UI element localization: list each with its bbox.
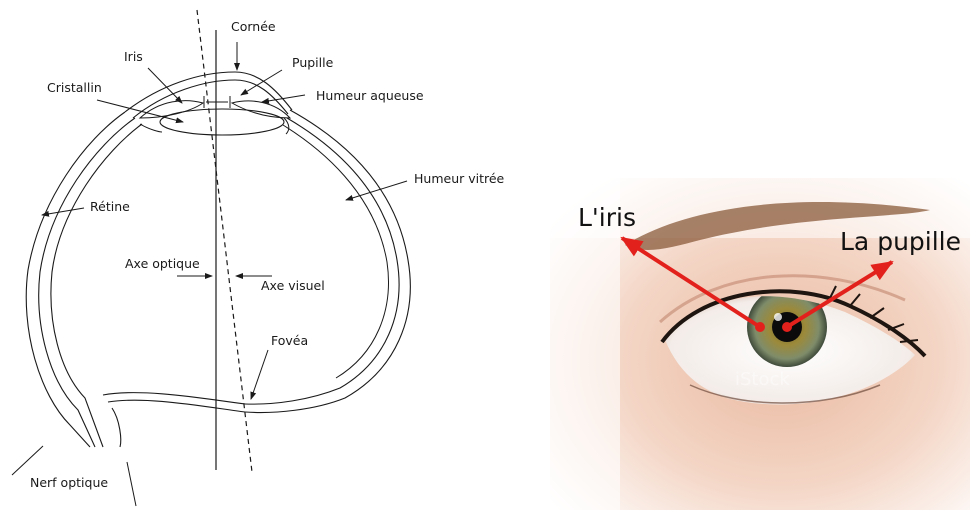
optic-nerve-line — [112, 408, 121, 447]
label-iris: Iris — [124, 49, 143, 64]
ciliary-left — [140, 124, 162, 132]
lens-arrow — [97, 100, 183, 122]
label-cornea: Cornée — [231, 19, 276, 34]
retina-bottom-line-2 — [108, 400, 245, 412]
photo-watermark: iStock — [735, 369, 790, 390]
label-lens: Cristallin — [47, 80, 102, 95]
eye-photo: iStock L'iris La pupille — [550, 178, 970, 510]
eye-highlight — [774, 313, 782, 321]
aqueous-arrow — [262, 95, 305, 102]
globe-right-inner — [245, 118, 399, 404]
globe-right-outer — [245, 110, 410, 412]
label-photo-pupil: La pupille — [840, 227, 961, 256]
label-retina: Rétine — [90, 199, 130, 214]
label-fovea: Fovéa — [271, 333, 308, 348]
nerve-pointer-left — [12, 446, 43, 475]
sclera-inner-outline — [39, 118, 135, 447]
retina-arrow — [42, 208, 84, 215]
iris-left — [140, 101, 203, 118]
label-vitreous-humor: Humeur vitrée — [414, 171, 505, 186]
label-visual-axis: Axe visuel — [261, 278, 325, 293]
choroid-outline — [51, 124, 142, 447]
lens-shape — [160, 109, 284, 135]
label-optical-axis: Axe optique — [125, 256, 200, 271]
visual-axis-line — [197, 10, 252, 472]
label-pupil: Pupille — [292, 55, 334, 70]
fovea-arrow — [251, 350, 268, 399]
sclera-outer-outline — [26, 112, 125, 447]
label-photo-iris: L'iris — [578, 203, 636, 232]
nerve-pointer-right — [127, 462, 136, 506]
eye-anatomy-diagram: Cornée Iris Pupille Cristallin Humeur aq… — [12, 10, 505, 506]
label-optic-nerve: Nerf optique — [30, 475, 108, 490]
label-aqueous-humor: Humeur aqueuse — [316, 88, 424, 103]
